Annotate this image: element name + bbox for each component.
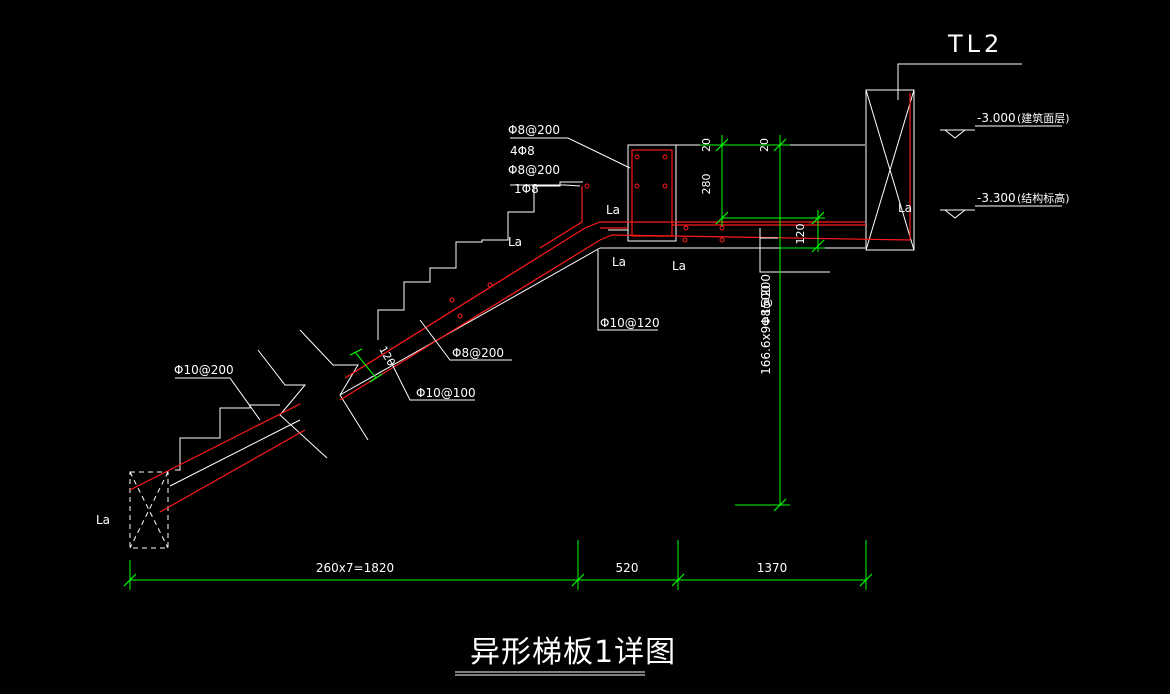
left-support	[129, 471, 169, 549]
break-lines	[257, 329, 369, 459]
anchor-label-landing-1: La	[612, 255, 626, 269]
rebar-label-slab-top: Φ10@200	[174, 363, 234, 377]
tl2-beam	[865, 63, 1022, 251]
anchor-label-left: La	[96, 513, 110, 527]
beam-label: TL2	[947, 30, 1003, 58]
rebar-label-slab-bottom: Φ10@100	[416, 386, 476, 400]
rebar-lines	[129, 93, 911, 513]
drawing-title: 异形梯板1详图	[470, 635, 676, 670]
stair-steps	[175, 181, 583, 471]
rebar-label-top-long: 4Φ8	[510, 144, 535, 158]
rebar-label-slab-dist: Φ8@200	[452, 346, 504, 360]
leader-lines	[175, 137, 830, 421]
anchor-label-stair: La	[508, 235, 522, 249]
upper-beam	[627, 144, 865, 242]
rebar-label-mid-long: 1Φ8	[514, 182, 539, 196]
rebar-label-landing-bottom: Φ10@120	[600, 316, 660, 330]
rebar-label-top-stirrup: Φ8@200	[508, 123, 560, 137]
elevation-value-2: -3.300	[977, 191, 1016, 205]
anchor-label-landing-2: La	[672, 259, 686, 273]
elevation-note-1: (建筑面层)	[1017, 111, 1070, 125]
hdim-3: 1370	[757, 561, 788, 575]
anchor-label-beam: La	[606, 203, 620, 217]
elevation-markers	[940, 125, 1062, 219]
rebar-label-mid-stirrup: Φ8@200	[508, 163, 560, 177]
top-dim-a-label: 20	[700, 138, 713, 152]
elevation-note-2: (结构标高)	[1017, 191, 1070, 205]
hdim-1: 260x7=1820	[316, 561, 394, 575]
dimension-lines	[123, 135, 873, 590]
landing-thickness-label: 120	[794, 224, 807, 245]
anchor-label-tl2: La	[898, 201, 912, 215]
vertical-dim-label: 166.6x9=1500	[759, 285, 773, 375]
top-dim-b-label: 20	[758, 138, 771, 152]
beam-height-label: 280	[700, 174, 713, 195]
hdim-2: 520	[616, 561, 639, 575]
text-labels: TL2 -3.000 (建筑面层) -3.300 (结构标高) Φ8@200 4…	[96, 30, 1070, 676]
rebar-label-landing-top: Φ8@200	[759, 274, 773, 326]
elevation-value-1: -3.000	[977, 111, 1016, 125]
